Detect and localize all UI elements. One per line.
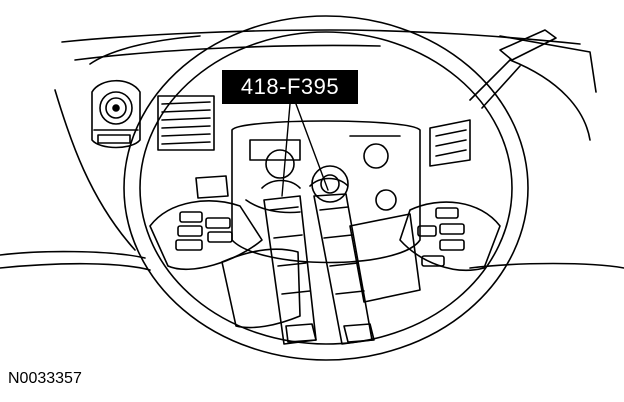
turn-signal-lever <box>469 29 557 109</box>
special-tool-418-F395 <box>261 177 375 345</box>
headlamp-switch <box>91 80 141 149</box>
left-air-vent <box>157 95 215 151</box>
airbag-fabric <box>221 213 421 329</box>
left-spoke <box>149 175 263 270</box>
dashboard-outline <box>0 29 624 271</box>
tool-number-callout: 418-F395 <box>222 70 358 104</box>
figure-id: N0033357 <box>8 370 82 387</box>
right-spoke <box>399 201 501 272</box>
callout-leader-lines <box>281 103 329 197</box>
instrument-strip <box>429 119 471 167</box>
steering-wheel-rim <box>123 15 529 361</box>
